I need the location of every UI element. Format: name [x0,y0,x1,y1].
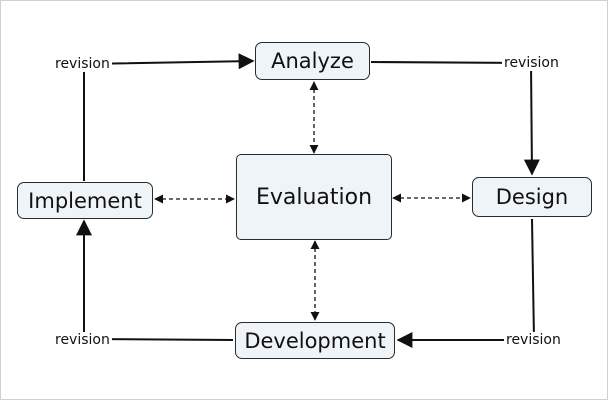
node-analyze-label: Analyze [271,49,354,73]
edge-development-to-implement [76,219,234,341]
node-development: Development [235,322,395,359]
node-analyze: Analyze [255,42,370,80]
edge-analyze-to-design [370,61,540,176]
node-implement: Implement [17,182,153,219]
edge-design-to-development [396,218,536,348]
revision-label-bottom-left: revision [53,332,112,348]
revision-label-bottom-right: revision [504,332,563,348]
node-development-label: Development [244,328,386,353]
node-implement-label: Implement [28,188,142,213]
node-evaluation-label: Evaluation [255,184,373,210]
revision-label-top-right: revision [502,55,561,71]
revision-label-top-left: revision [53,56,112,72]
node-design-label: Design [495,185,569,209]
node-design: Design [472,177,592,217]
edge-implement-to-analyze [83,53,255,181]
node-evaluation: Evaluation [236,154,392,240]
